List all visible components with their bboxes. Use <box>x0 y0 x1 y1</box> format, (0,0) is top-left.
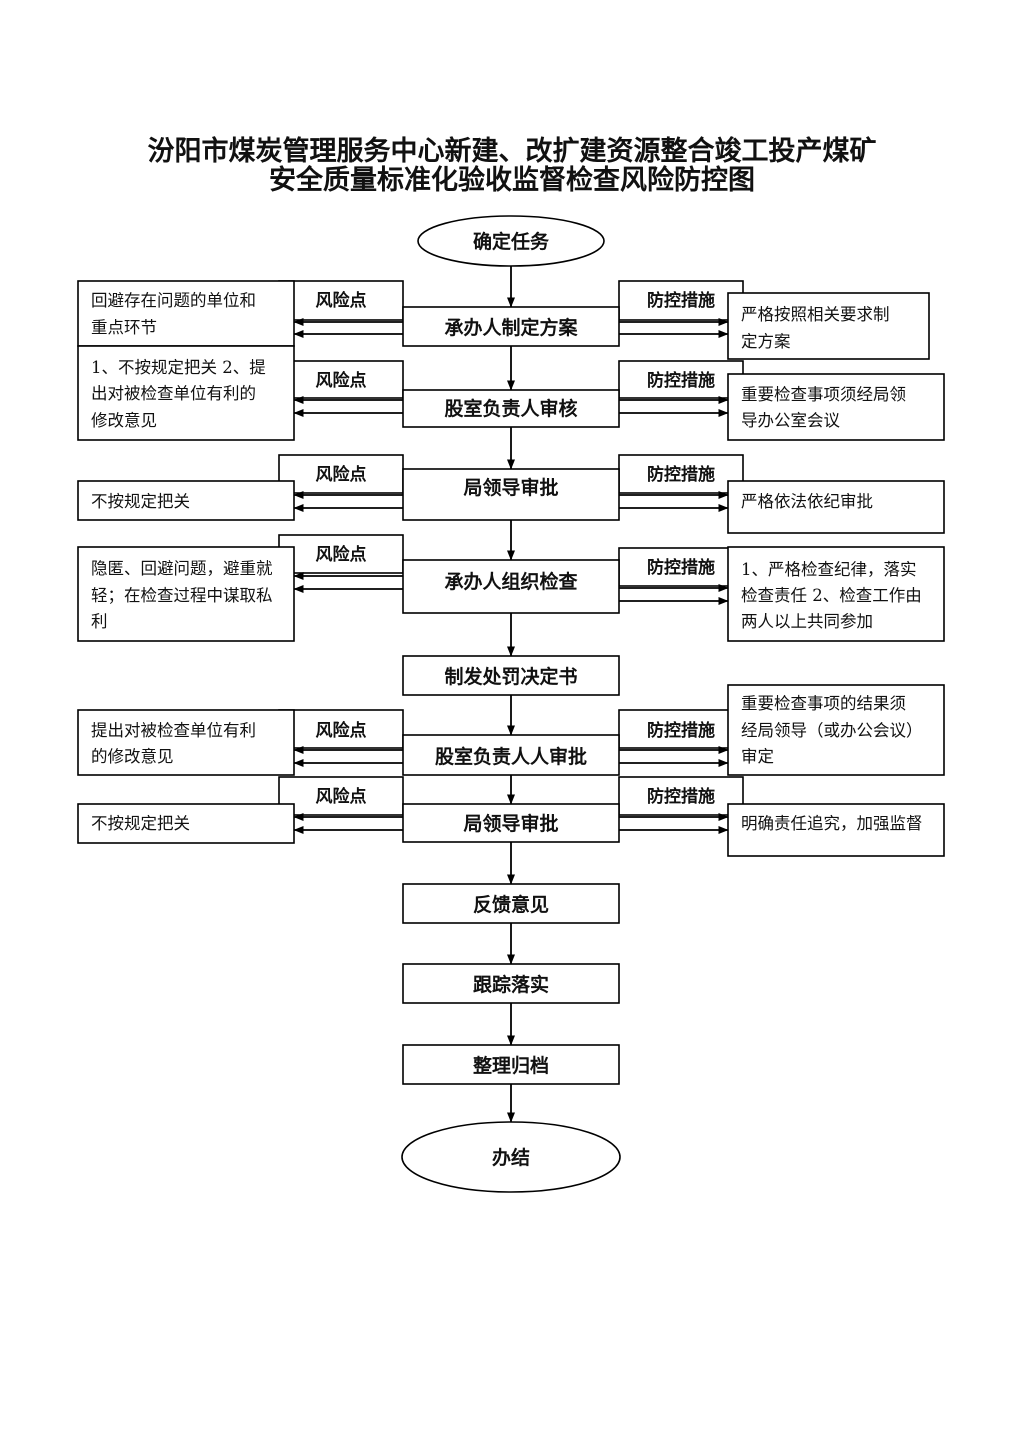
end-label: 办结 <box>492 1146 530 1169</box>
process-box-6 <box>402 734 620 776</box>
control-box-1 <box>727 292 930 360</box>
control-tab-6 <box>618 709 744 749</box>
risk-tab-label: 风险点 <box>316 720 367 741</box>
process-label: 局领导审批 <box>463 476 558 499</box>
control-text-line: 严格依法依纪审批 <box>741 492 873 511</box>
control-text-line: 定方案 <box>741 332 791 351</box>
control-tab-label: 防控措施 <box>647 557 715 578</box>
risk-text-line: 利 <box>91 612 108 631</box>
control-tab-label: 防控措施 <box>647 464 715 485</box>
control-box-6 <box>727 684 945 776</box>
risk-tab-label: 风险点 <box>316 544 367 565</box>
control-box-2 <box>727 373 945 441</box>
control-tab-1 <box>618 280 744 321</box>
control-text-line: 重要检查事项须经局领 <box>741 385 906 404</box>
risk-box-4 <box>77 546 295 642</box>
risk-text-line: 重点环节 <box>91 318 157 337</box>
control-text-line: 明确责任追究，加强监督 <box>741 814 923 833</box>
control-box-7 <box>727 803 945 857</box>
risk-text-line: 回避存在问题的单位和 <box>91 291 256 310</box>
process-box-5 <box>402 655 620 696</box>
risk-text-line: 不按规定把关 <box>91 814 190 833</box>
control-text-line: 审定 <box>741 747 774 766</box>
process-box-3 <box>402 468 620 521</box>
control-tab-label: 防控措施 <box>647 786 715 807</box>
risk-text-line: 不按规定把关 <box>91 492 190 511</box>
process-label: 反馈意见 <box>473 893 549 916</box>
title-line-2: 安全质量标准化验收监督检查风险防控图 <box>269 164 755 196</box>
risk-text-line: 1、不按规定把关 2、提 <box>91 358 266 377</box>
risk-text-line: 出对被检查单位有利的 <box>91 384 256 403</box>
control-box-4 <box>727 546 945 642</box>
control-text-line: 检查责任 2、检查工作由 <box>741 586 922 605</box>
risk-tab-label: 风险点 <box>316 786 367 807</box>
process-label: 承办人组织检查 <box>444 570 578 593</box>
risk-tab-4 <box>278 534 404 574</box>
process-label: 制发处罚决定书 <box>444 665 577 688</box>
control-tab-label: 防控措施 <box>647 720 715 741</box>
process-label: 跟踪落实 <box>473 973 549 996</box>
risk-tab-7 <box>278 776 404 816</box>
risk-tab-label: 风险点 <box>316 370 367 391</box>
process-label: 股室负责人审核 <box>444 397 577 420</box>
start-label: 确定任务 <box>473 230 550 253</box>
control-text-line: 重要检查事项的结果须 <box>741 694 906 713</box>
control-tab-7 <box>618 776 744 816</box>
risk-box-2 <box>77 345 295 441</box>
process-label: 整理归档 <box>473 1054 549 1077</box>
risk-text-line: 轻；在检查过程中谋取私 <box>91 586 273 605</box>
risk-box-3 <box>77 480 295 521</box>
risk-text-line: 隐匿、回避问题，避重就 <box>91 559 273 578</box>
control-text-line: 两人以上共同参加 <box>741 612 873 631</box>
risk-text-line: 提出对被检查单位有利 <box>91 721 256 740</box>
control-text-line: 1、严格检查纪律，落实 <box>741 560 917 579</box>
risk-box-6 <box>77 709 295 776</box>
risk-tab-label: 风险点 <box>316 464 367 485</box>
process-box-8 <box>402 883 620 924</box>
control-text-line: 经局领导（或办公会议） <box>741 721 923 740</box>
process-box-9 <box>402 963 620 1004</box>
process-label: 股室负责人人审批 <box>435 745 587 768</box>
risk-tab-label: 风险点 <box>316 290 367 311</box>
control-tab-label: 防控措施 <box>647 370 715 391</box>
process-box-1 <box>402 306 620 347</box>
control-tab-label: 防控措施 <box>647 290 715 311</box>
risk-text-line: 修改意见 <box>91 411 157 430</box>
risk-tab-3 <box>278 454 404 494</box>
risk-box-7 <box>77 803 295 844</box>
control-text-line: 严格按照相关要求制 <box>741 305 890 324</box>
process-label: 局领导审批 <box>463 812 558 835</box>
risk-tab-2 <box>278 360 404 399</box>
title-line-1: 汾阳市煤炭管理服务中心新建、改扩建资源整合竣工投产煤矿 <box>148 135 877 167</box>
risk-text-line: 的修改意见 <box>91 747 174 766</box>
process-label: 承办人制定方案 <box>444 316 578 339</box>
control-text-line: 导办公室会议 <box>741 411 841 430</box>
